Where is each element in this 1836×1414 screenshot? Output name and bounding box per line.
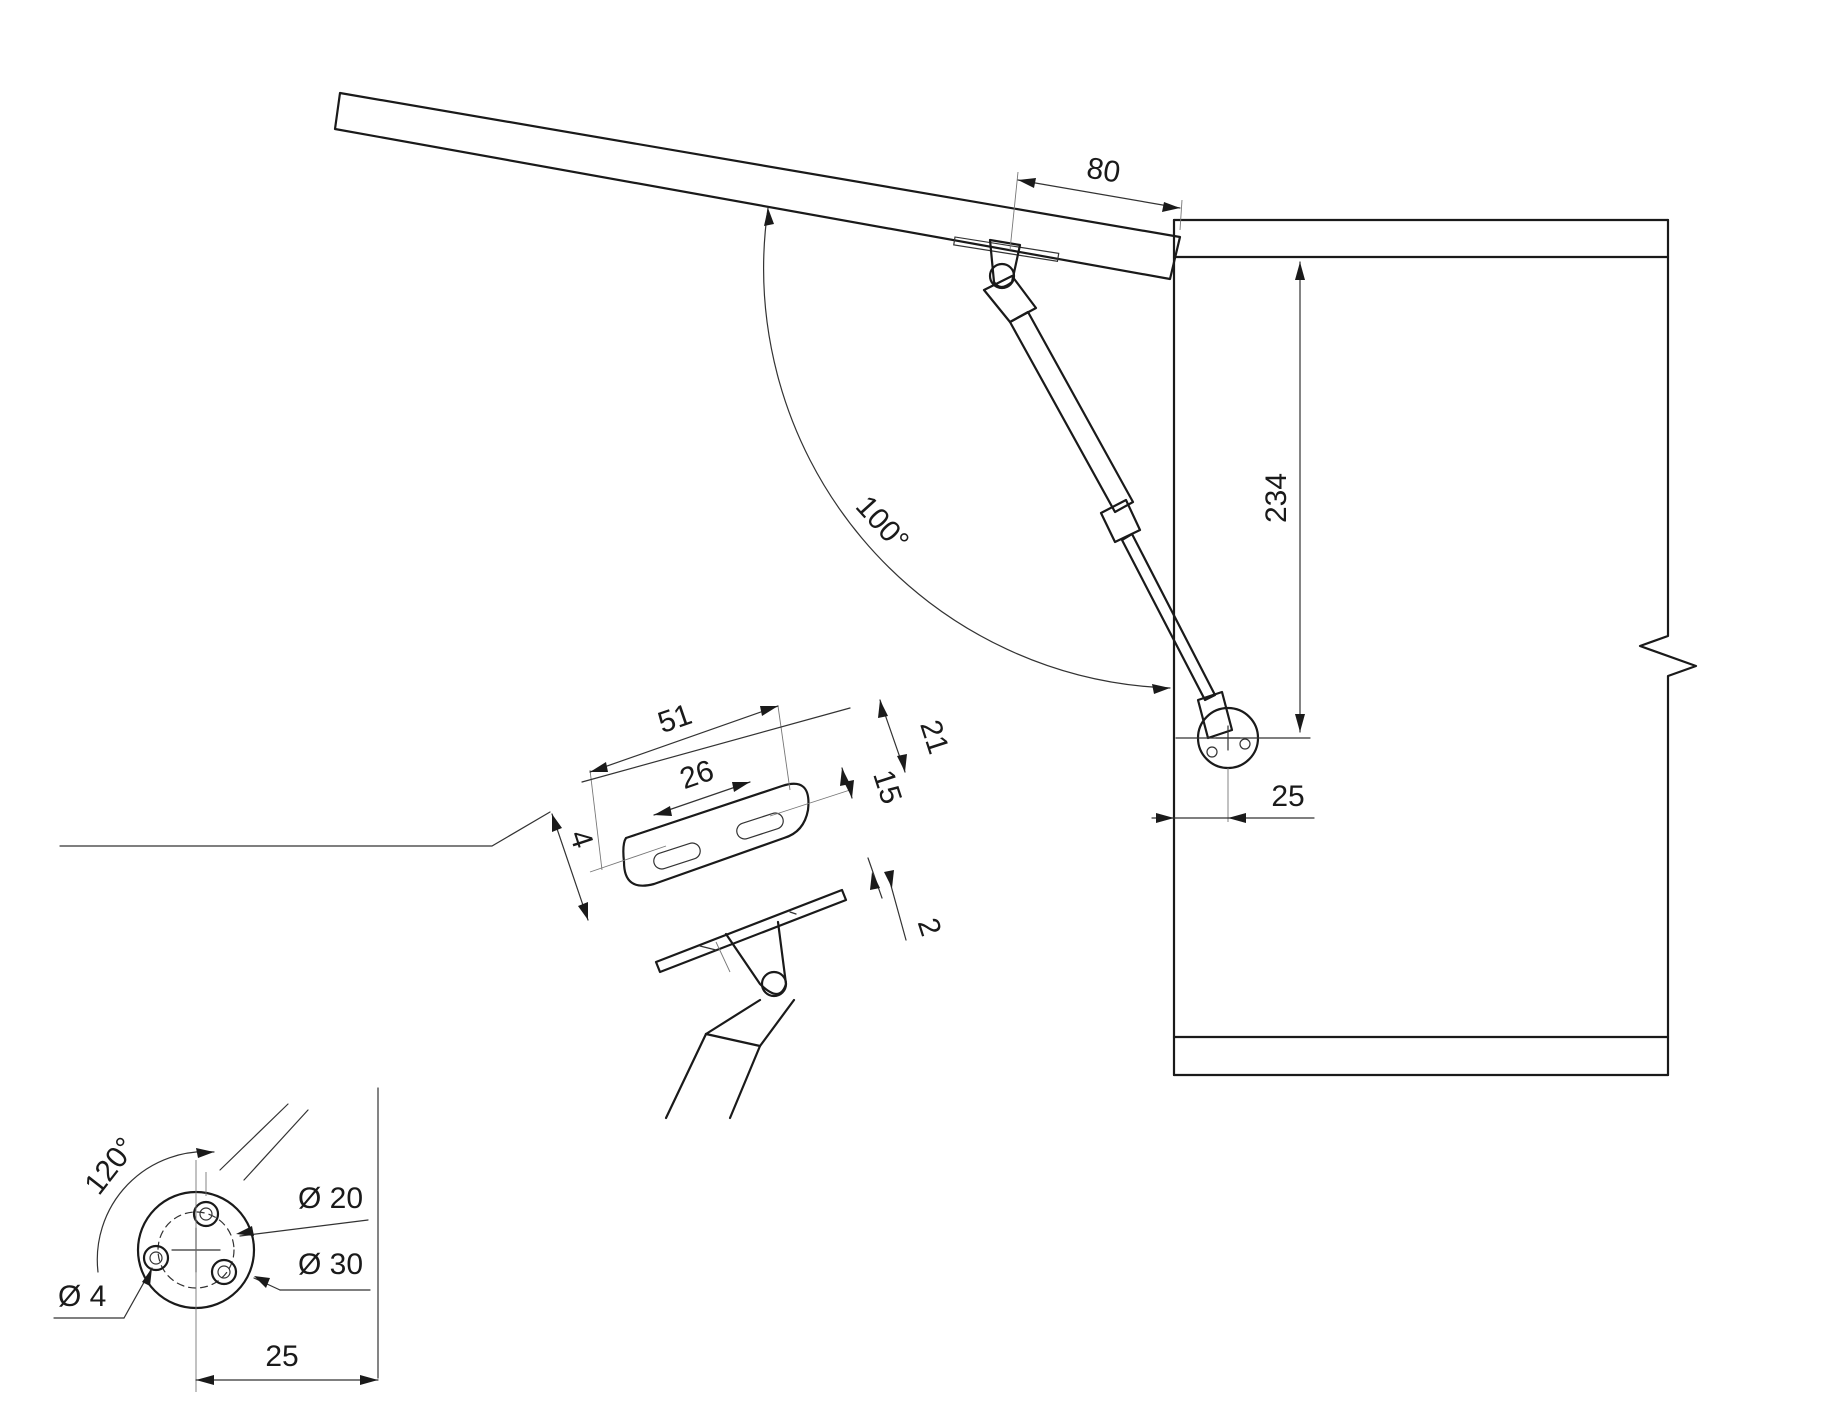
- leader-line: [59, 811, 551, 847]
- dim-inner-diameter-label: Ø 20: [298, 1182, 363, 1215]
- dim-slot-spacing: 26: [653, 754, 751, 816]
- mounting-plate: [589, 782, 851, 887]
- dim-opening-angle: 100°: [763, 207, 1171, 694]
- cabinet: [1172, 218, 1698, 1077]
- gas-strut: [982, 238, 1234, 740]
- dim-lid-offset-label: 80: [1084, 152, 1122, 190]
- dim-slot-width-label: 15: [866, 766, 908, 808]
- dim-plate-thickness-label: 2: [911, 914, 948, 940]
- dim-mount-offset: 25: [195, 1087, 379, 1385]
- dim-hole-diameter: Ø 4: [53, 1267, 153, 1319]
- dim-slot-spacing-label: 26: [676, 754, 718, 796]
- dim-opening-angle-label: 100°: [849, 490, 915, 558]
- dim-plate-slot-offset-label: 4: [563, 826, 600, 852]
- dim-height-label: 234: [1260, 473, 1293, 523]
- dim-side-offset-label: 25: [1271, 780, 1304, 813]
- dim-plate-length-label: 51: [654, 698, 696, 740]
- bracket-side-view: [654, 888, 848, 1120]
- dim-height: 234: [1175, 261, 1311, 739]
- round-mount-detail: [136, 1103, 309, 1392]
- dim-lid-offset: 80: [1009, 152, 1183, 251]
- dim-plate-width-label: 21: [913, 716, 955, 758]
- dim-side-offset: 25: [1151, 768, 1315, 823]
- dim-inner-diameter: Ø 20: [236, 1182, 369, 1237]
- dim-hole-diameter-label: Ø 4: [58, 1280, 106, 1313]
- dim-plate-thickness: 2: [867, 857, 948, 941]
- dim-outer-diameter: Ø 30: [253, 1248, 371, 1291]
- dim-mount-angle-label: 120°: [78, 1132, 142, 1201]
- dim-slot-width: 15: [840, 766, 908, 808]
- dim-mount-offset-label: 25: [265, 1340, 298, 1373]
- lid-panel: [333, 91, 1182, 281]
- dim-outer-diameter-label: Ø 30: [298, 1248, 363, 1281]
- dim-plate-slot-offset: 4: [551, 813, 600, 921]
